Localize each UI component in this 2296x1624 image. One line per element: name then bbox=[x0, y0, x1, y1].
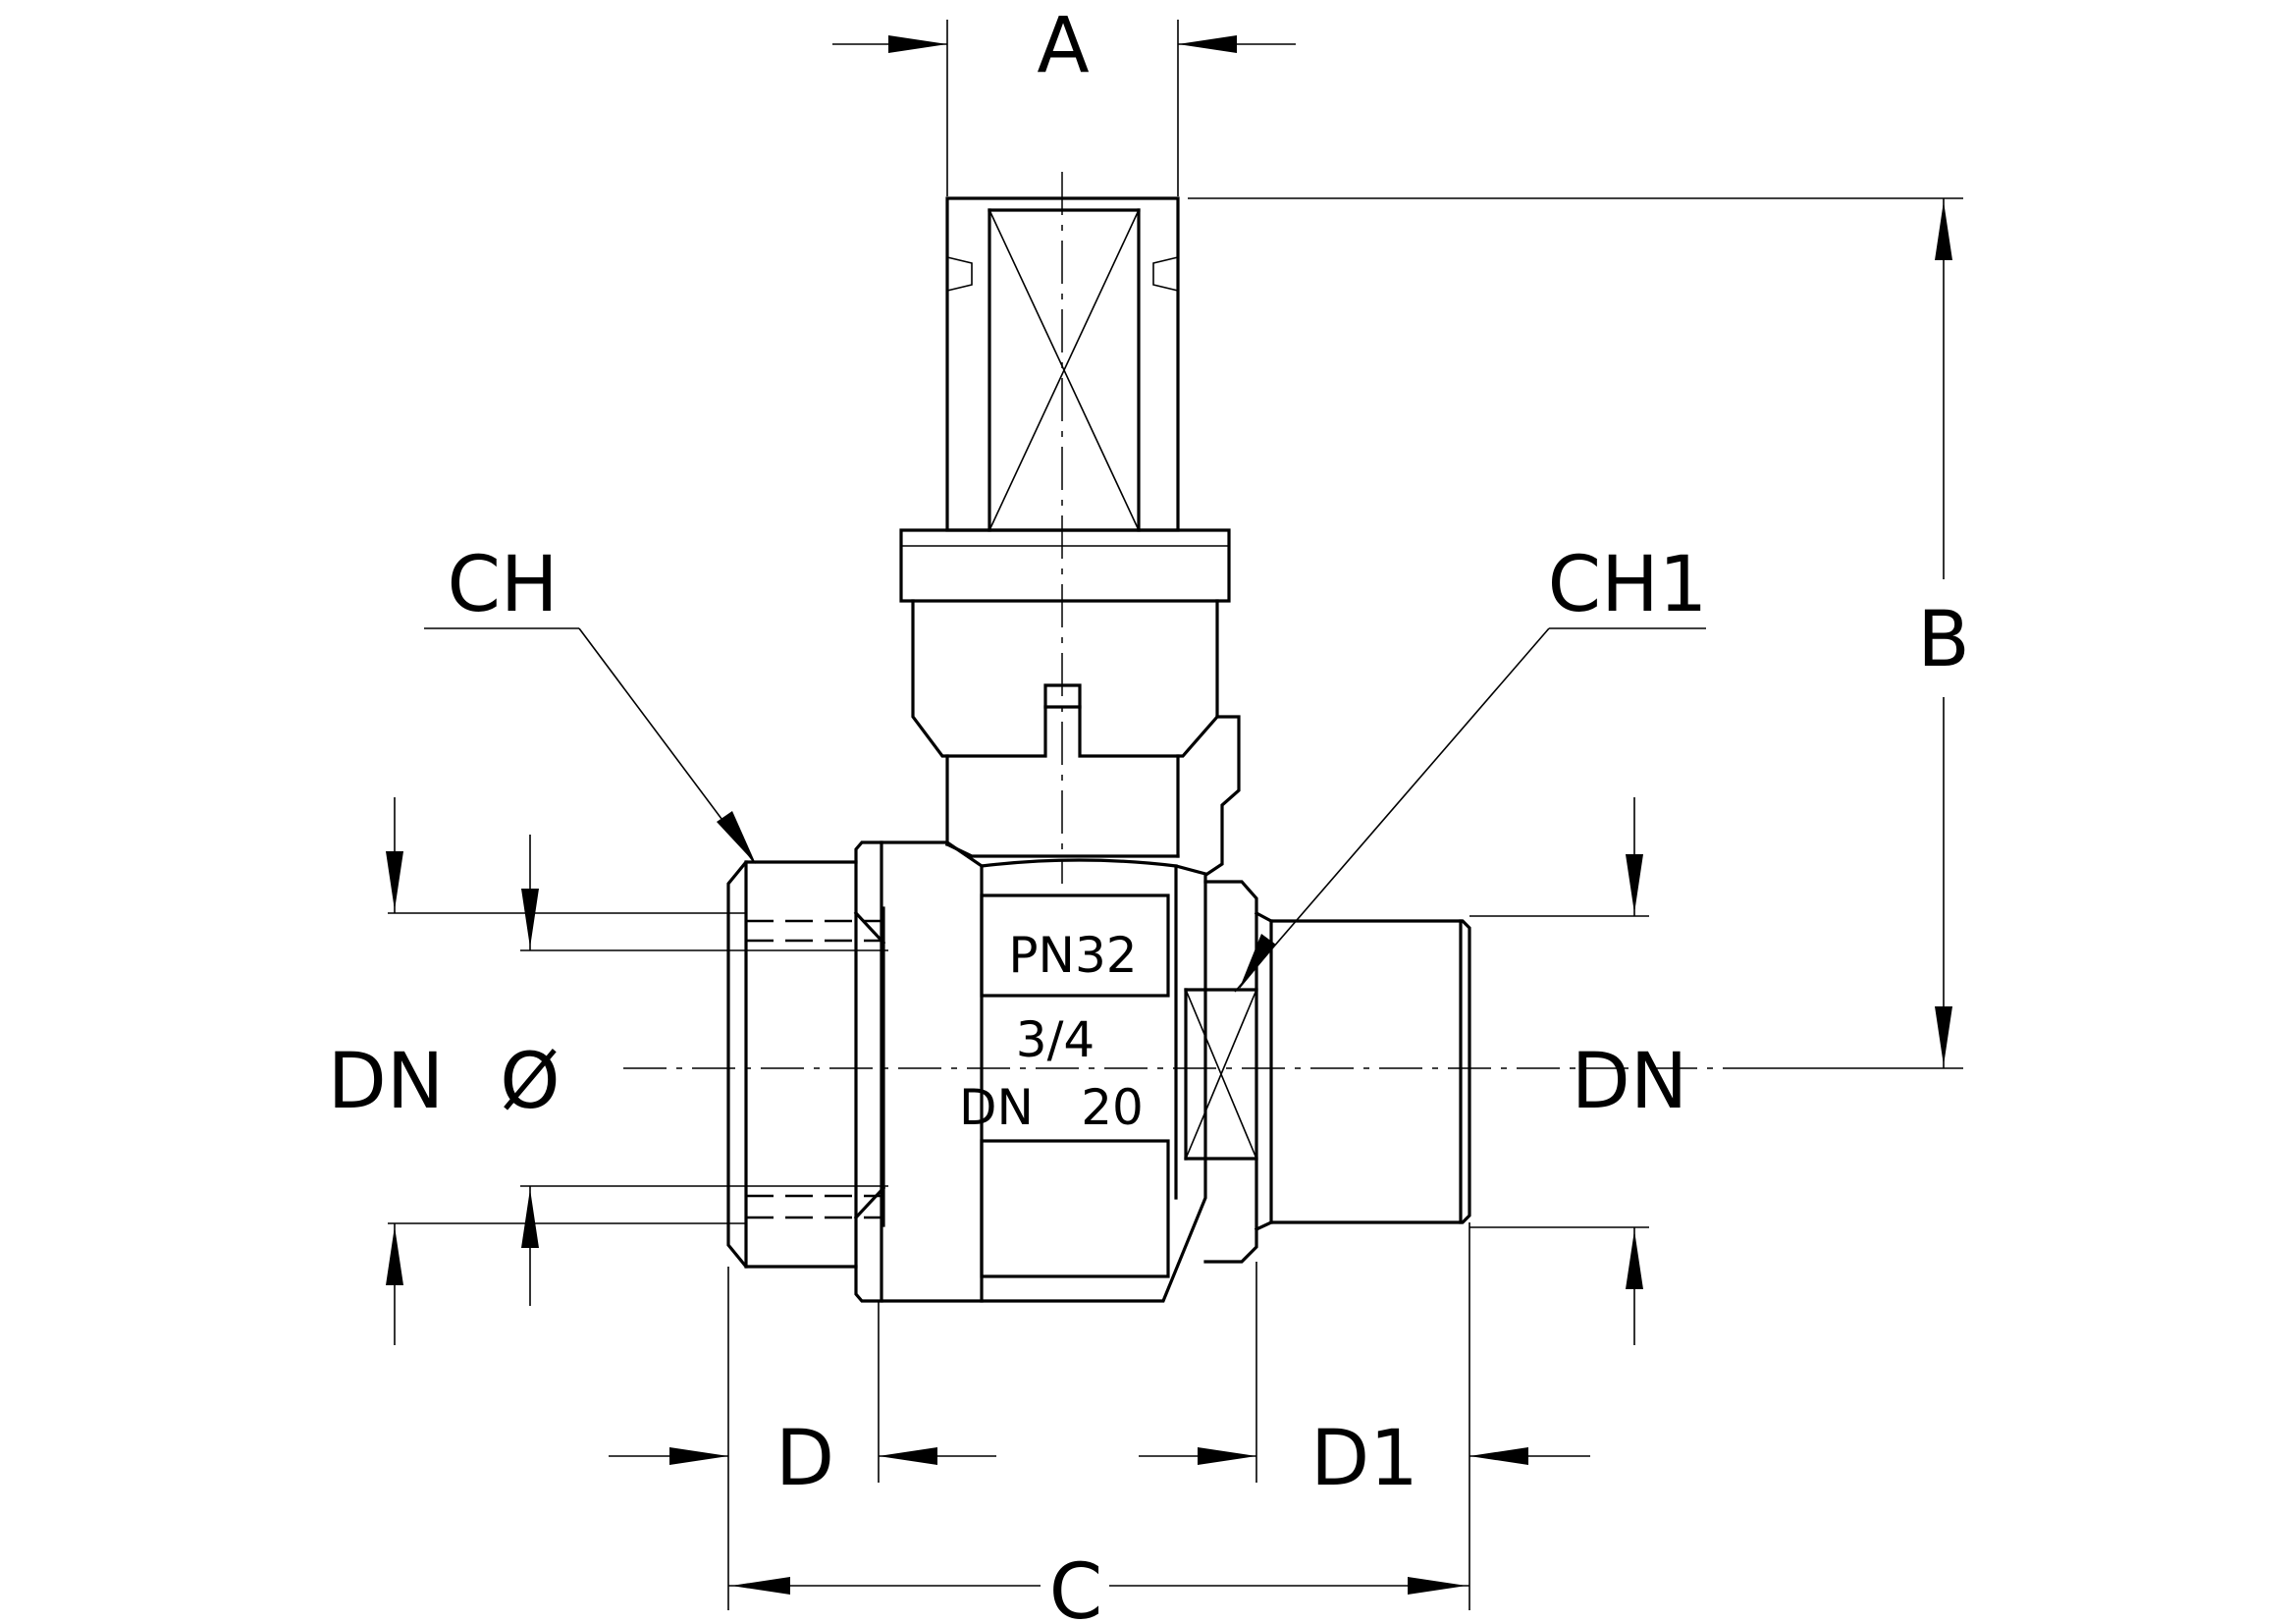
left-female-end bbox=[726, 860, 886, 1269]
dimension-b-label: B bbox=[1917, 596, 1970, 684]
dimension-c-label: C bbox=[1049, 1548, 1102, 1624]
dimension-diameter-label: Ø bbox=[500, 1038, 560, 1126]
center-lines bbox=[623, 172, 1742, 1069]
callout-ch-label: CH bbox=[447, 541, 558, 629]
marking-dn-value: 20 bbox=[1081, 1079, 1144, 1136]
marking-size: 3/4 bbox=[1016, 1011, 1095, 1068]
valve-body bbox=[854, 840, 1207, 1303]
dimension-a-label: A bbox=[1037, 2, 1089, 90]
dimension-d-label: D bbox=[775, 1415, 834, 1503]
dimension-dn-left-label: DN bbox=[328, 1038, 444, 1126]
callout-ch1-label: CH1 bbox=[1548, 541, 1708, 629]
body-markings: PN32 3/4 DN 20 bbox=[959, 927, 1144, 1136]
dimension-labels: A B C D D1 CH CH1 DN Ø DN bbox=[328, 2, 1970, 1624]
dimension-dn-right-label: DN bbox=[1572, 1038, 1687, 1126]
dimension-d1-label: D1 bbox=[1310, 1415, 1418, 1503]
bonnet-nut bbox=[911, 599, 1219, 758]
marking-dn: DN bbox=[959, 1079, 1034, 1136]
handle-flange bbox=[899, 528, 1231, 603]
dimension-lines bbox=[386, 20, 1963, 1610]
marking-pressure: PN32 bbox=[1008, 927, 1137, 984]
handle-cap bbox=[945, 196, 1180, 532]
right-male-end bbox=[1184, 880, 1471, 1264]
